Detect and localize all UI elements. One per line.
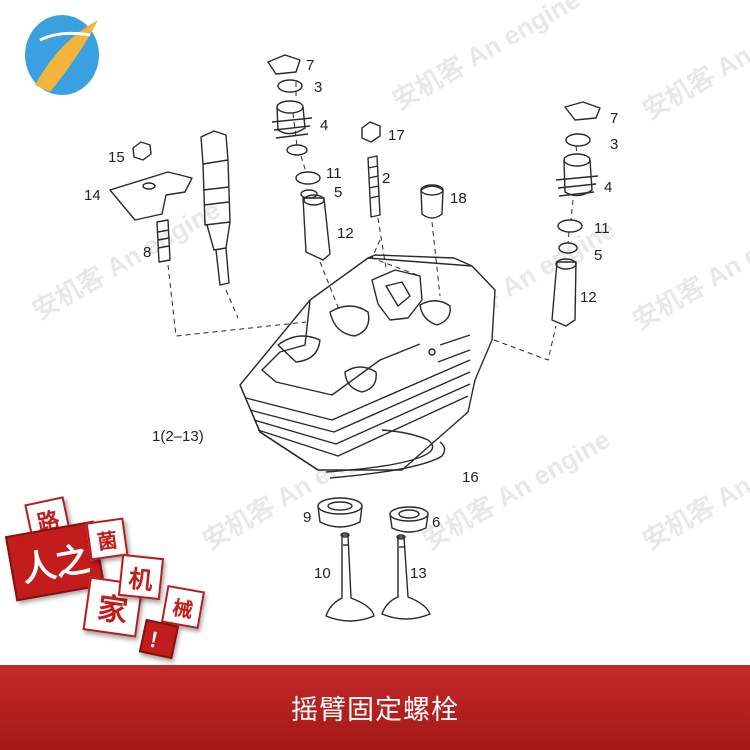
clamp-plate bbox=[109, 171, 193, 221]
label-15: 15 bbox=[108, 149, 125, 166]
caption-bar: 摇臂固定螺栓 bbox=[0, 665, 750, 750]
promo-badge: 械 bbox=[160, 584, 206, 630]
stud-2 bbox=[367, 155, 381, 218]
stud-8 bbox=[156, 219, 171, 263]
promo-badge: ！ bbox=[138, 618, 180, 660]
plug-top bbox=[420, 184, 444, 196]
promo-badge: 机 bbox=[117, 553, 165, 601]
label-1-assembly: 1(2–13) bbox=[152, 428, 204, 445]
nut-15 bbox=[132, 141, 152, 161]
label-12-left: 12 bbox=[337, 225, 354, 242]
rocker-stack-left bbox=[267, 54, 331, 261]
valve-seal-9 bbox=[317, 497, 363, 528]
label-4-left: 4 bbox=[320, 117, 328, 134]
label-5-left: 5 bbox=[334, 184, 342, 201]
label-13: 13 bbox=[410, 565, 427, 582]
label-3-right: 3 bbox=[610, 136, 618, 153]
label-10: 10 bbox=[314, 565, 331, 582]
plug-18 bbox=[420, 185, 444, 219]
label-3-left: 3 bbox=[314, 79, 322, 96]
label-7-left: 7 bbox=[306, 57, 314, 74]
label-9: 9 bbox=[303, 509, 311, 526]
nut-17 bbox=[361, 121, 381, 143]
label-11-right: 11 bbox=[594, 220, 610, 237]
label-8: 8 bbox=[143, 244, 151, 261]
logo bbox=[25, 15, 99, 95]
valve-10 bbox=[325, 532, 375, 622]
valve-13 bbox=[381, 534, 431, 620]
caption-title: 摇臂固定螺栓 bbox=[291, 695, 459, 726]
gasket-16 bbox=[325, 429, 446, 479]
leader-lines bbox=[167, 82, 578, 361]
label-11-left: 11 bbox=[326, 165, 342, 182]
rocker-stack-right bbox=[551, 101, 601, 327]
label-12-right: 12 bbox=[580, 289, 597, 306]
valve-seal-6 bbox=[389, 506, 429, 533]
label-7-right: 7 bbox=[610, 110, 618, 127]
label-16: 16 bbox=[462, 469, 479, 486]
label-2: 2 bbox=[382, 170, 390, 187]
plate-hole bbox=[142, 182, 156, 190]
injector bbox=[200, 130, 231, 286]
label-4-right: 4 bbox=[604, 179, 612, 196]
label-14: 14 bbox=[84, 187, 101, 204]
label-18: 18 bbox=[450, 190, 467, 207]
cylinder-head bbox=[239, 254, 496, 471]
label-17: 17 bbox=[388, 127, 405, 144]
label-6: 6 bbox=[432, 514, 440, 531]
label-5-right: 5 bbox=[594, 247, 602, 264]
part-labels: 7 3 4 11 5 12 15 14 8 17 2 18 7 3 4 11 5… bbox=[84, 57, 618, 582]
